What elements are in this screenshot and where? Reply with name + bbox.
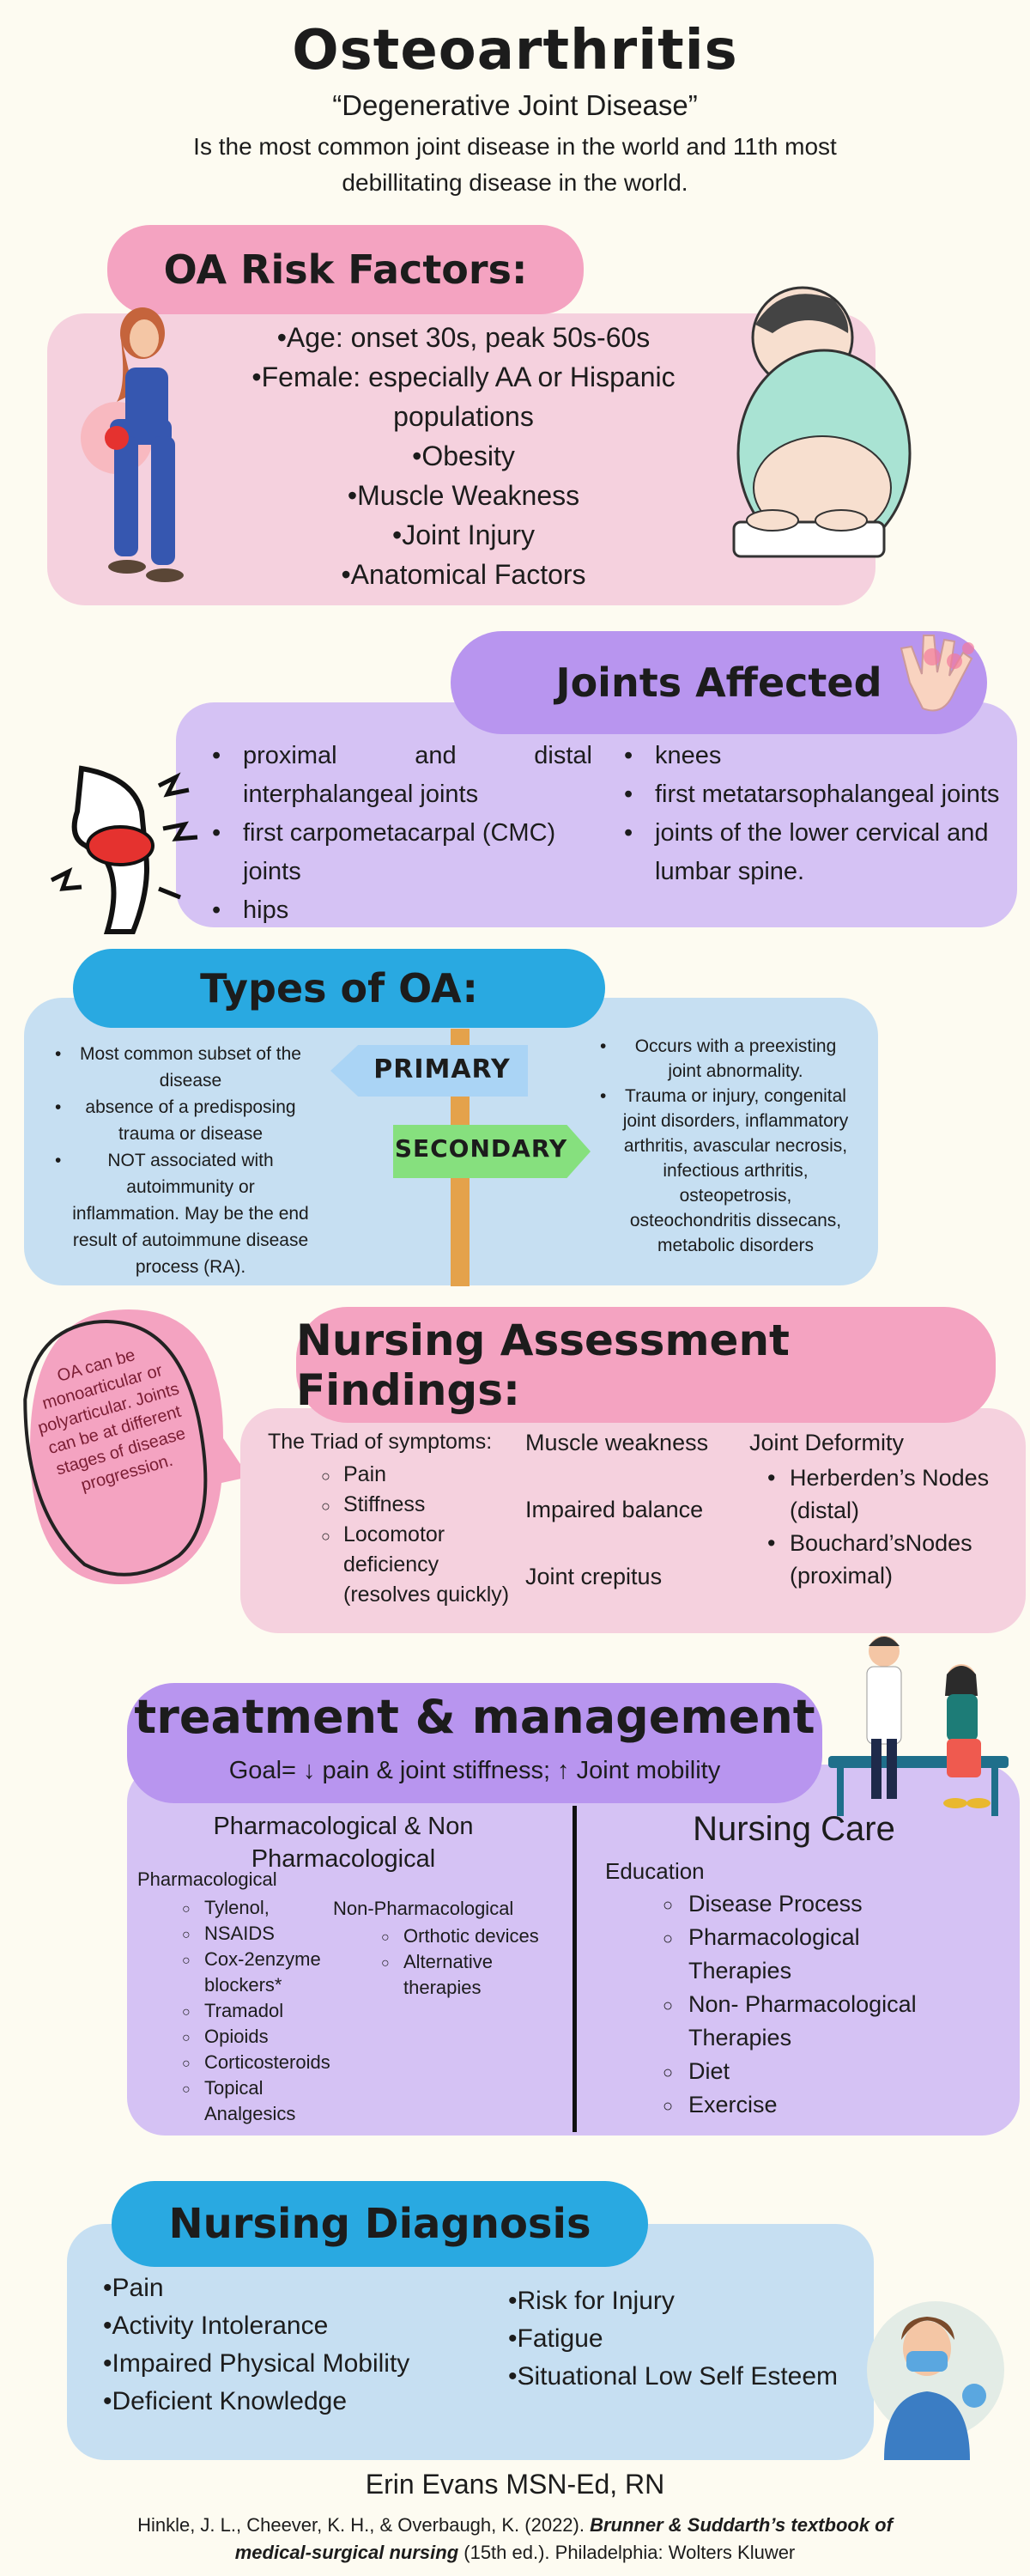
primary-item: •Most common subset of the disease [55,1044,301,1091]
education-label: Education [605,1858,705,1884]
triad-item: ○Stiffness [321,1492,426,1516]
author: Erin Evans MSN-Ed, RN [365,2469,665,2500]
knee-joint-pain-icon [50,765,198,934]
assessment-title: Nursing Assessment Findings: [296,1307,996,1423]
pharm-item: ○Topical Analgesics [182,2077,296,2124]
joint-item: •first carpometacarpal (CMC) joints [212,819,556,885]
education-item: ○Diet [663,2058,730,2084]
triad-item: ○Pain [321,1462,387,1486]
secondary-sign [393,1125,591,1178]
treatment-goal: Goal= ↓ pain & joint stiffness; ↑ Joint … [228,1757,721,1784]
risk-item: •Female: especially AA or Hispanic popul… [251,361,676,432]
diagnosis-item: •Deficient Knowledge [103,2387,348,2415]
education-item: ○Pharmacological Therapies [663,1924,860,1984]
secondary-item: •Occurs with a preexisting joint abnorma… [600,1036,837,1081]
page-title: Osteoarthritis [292,19,738,82]
nonpharm-item: ○Orthotic devices [381,1925,539,1947]
treatment-title: treatment & management [134,1690,815,1744]
triad-item: ○Locomotor deficiency (resolves quickly) [321,1522,510,1607]
triad-title: The Triad of symptoms: [268,1430,493,1454]
primary-list: •Most common subset of the disease •abse… [55,1041,309,1280]
hand-pain-icon [900,635,974,712]
assessment-panel [240,1408,1026,1633]
nonpharm-label: Non-Pharmacological [333,1898,514,1919]
joint-item: •proximal and distal interphalangeal joi… [212,742,592,808]
diagnosis-left-list: •Pain •Activity Intolerance •Impaired Ph… [103,2269,409,2421]
joints-left-list: •proximal and distal interphalangeal joi… [212,737,592,930]
triad-list: ○Pain ○Stiffness ○Locomotor deficiency (… [321,1460,519,1610]
diagnosis-title: Nursing Diagnosis [112,2181,648,2267]
speech-bubble [23,1309,249,1584]
deformity-item: •Bouchard’sNodes (proximal) [767,1530,972,1589]
diagnosis-item: •Fatigue [508,2324,603,2353]
citation-book-title: Brunner & Suddarth’s textbook of medical… [234,2514,893,2563]
nurse-illustration [867,2301,1004,2460]
types-title: Types of OA: [73,949,605,1028]
joints-title: Joints Affected [451,631,987,734]
deformity-item: •Herberden’s Nodes (distal) [767,1465,990,1523]
finding-joint-crepitus: Joint crepitus [525,1564,663,1589]
risk-item: •Obesity [412,440,515,471]
nonpharm-list: ○Orthotic devices ○Alternative therapies [381,1923,558,2001]
pharm-item: ○Tylenol, [182,1897,270,1918]
joint-item: •knees [624,742,722,769]
primary-item: •NOT associated with autoimmunity or inf… [55,1151,309,1277]
citation: Hinkle, J. L., Cheever, K. H., & Overbau… [129,2512,901,2567]
deformity-title: Joint Deformity [749,1430,905,1455]
primary-item: •absence of a predisposing trauma or dis… [55,1097,296,1144]
diagnosis-item: •Activity Intolerance [103,2312,329,2340]
risk-title: OA Risk Factors: [107,225,584,314]
page-subtitle: “Degenerative Joint Disease” [332,89,698,121]
education-list: ○Disease Process ○Pharmacological Therap… [663,1887,946,2122]
risk-item: •Anatomical Factors [341,559,586,590]
finding-impaired-balance: Impaired balance [525,1497,704,1522]
page-description: Is the most common joint disease in the … [193,133,837,196]
citation-authors: Hinkle, J. L., Cheever, K. H., & Overbau… [137,2514,591,2536]
risk-item: •Muscle Weakness [347,480,580,511]
pharm-item: ○Corticosteroids [182,2051,330,2073]
doctor-patient-illustration [828,1636,1009,1816]
diagnosis-item: •Impaired Physical Mobility [103,2349,410,2378]
pharm-item: ○Tramadol [182,2000,284,2021]
citation-publisher: (15th ed.). Philadelphia: Wolters Kluwer [458,2542,796,2563]
secondary-list: •Occurs with a preexisting joint abnorma… [600,1034,854,1258]
pharm-item: ○Cox-2enzyme blockers* [182,1948,321,1996]
diagnosis-item: •Situational Low Self Esteem [508,2362,839,2391]
secondary-sign-label: SECONDARY [394,1134,568,1163]
risk-item: •Joint Injury [392,519,535,550]
woman-knee-pain-illustration [81,307,184,582]
treatment-title-pill [127,1683,822,1803]
obese-person-on-scale-illustration [732,286,912,558]
diagnosis-item: •Pain [103,2274,164,2302]
joint-item: •joints of the lower cervical and lumbar… [624,819,989,885]
pharm-heading: Pharmacological & Non Pharmacological [213,1813,474,1873]
nursing-care-heading: Nursing Care [693,1810,895,1848]
pharm-list: ○Tylenol, ○NSAIDS ○Cox-2enzyme blockers*… [182,1895,342,2127]
diagnosis-item: •Risk for Injury [508,2287,675,2315]
education-item: ○Exercise [663,2092,778,2117]
assessment-middle-list: Muscle weakness Impaired balance Joint c… [525,1430,708,1590]
risk-item: •Age: onset 30s, peak 50s-60s [276,322,651,353]
nonpharm-item: ○Alternative therapies [381,1951,493,1998]
pharm-item: ○Opioids [182,2026,269,2047]
deformity-list: •Herberden’s Nodes (distal) •Bouchard’sN… [767,1461,1009,1592]
primary-sign [330,1045,528,1097]
risk-list: •Age: onset 30s, peak 50s-60s •Female: e… [240,318,687,594]
education-item: ○Non- Pharmacological Therapies [663,1991,917,2050]
joint-item: •first metatarsophalangeal joints [624,781,1000,808]
finding-muscle-weakness: Muscle weakness [525,1430,709,1455]
treatment-divider [573,1806,577,2132]
pharm-label: Pharmacological [137,1868,277,1890]
diagnosis-right-list: •Risk for Injury •Fatigue •Situational L… [508,2282,838,2396]
primary-sign-label: PRIMARY [373,1054,511,1084]
secondary-item: •Trauma or injury, congenital joint diso… [600,1086,849,1255]
pharm-item: ○NSAIDS [182,1923,275,1944]
joints-panel [176,702,1017,927]
joint-item: •hips [212,896,289,924]
joints-right-list: •knees •first metatarsophalangeal joints… [624,737,1009,891]
education-item: ○Disease Process [663,1891,863,1917]
